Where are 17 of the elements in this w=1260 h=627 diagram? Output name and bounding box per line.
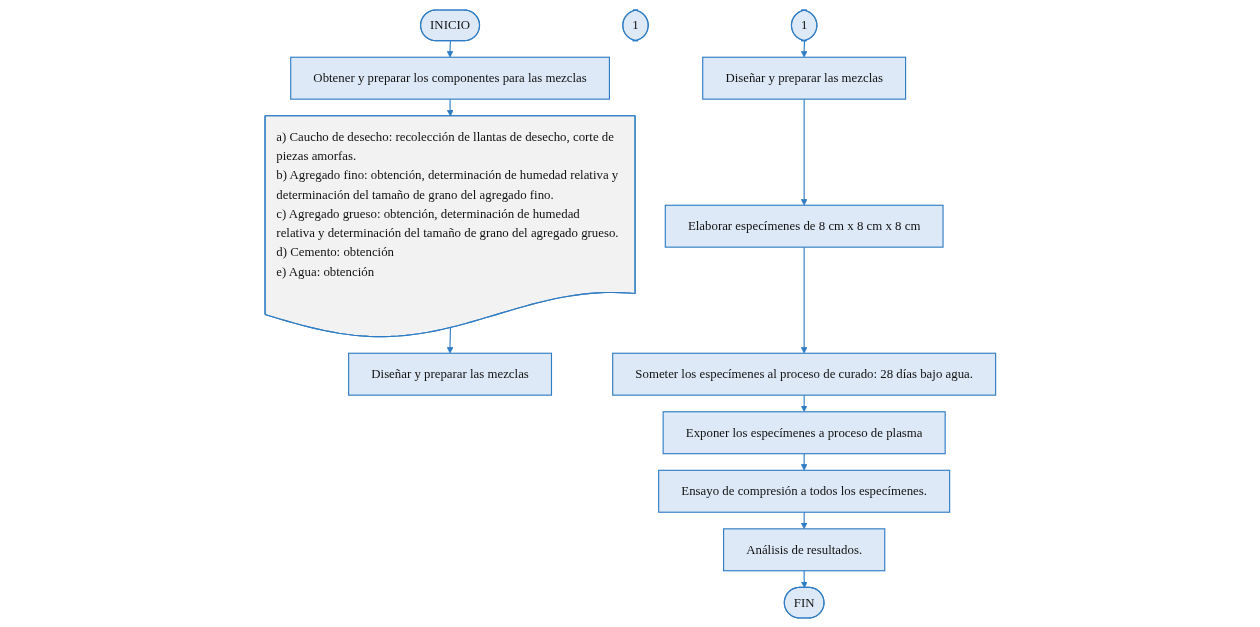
node-box: Diseñar y preparar las mezclas [347, 352, 552, 396]
node-box: Obtener y preparar los componentes para las mezclas [289, 56, 610, 100]
arrow [446, 98, 454, 116]
node-box: Análisis de resultados. [722, 527, 885, 571]
node-box: Ensayo de compresión a todos los especímenes. [657, 469, 950, 513]
node-box: Diseñar y preparar las mezclas [701, 56, 906, 100]
arrow [800, 511, 808, 529]
arrow [800, 569, 808, 588]
arrow [800, 246, 808, 354]
arrow [800, 394, 808, 412]
node-box: Someter los especímenes al proceso de curado: 28 días bajo agua. [611, 352, 996, 396]
arrow [446, 326, 454, 354]
arrow [446, 39, 454, 58]
arrow [800, 452, 808, 471]
node-box: Exponer los especímenes a proceso de plasma [662, 410, 946, 454]
node-box: Elaborar especímenes de 8 cm x 8 cm x 8 cm [664, 204, 944, 248]
arrow [800, 98, 808, 206]
